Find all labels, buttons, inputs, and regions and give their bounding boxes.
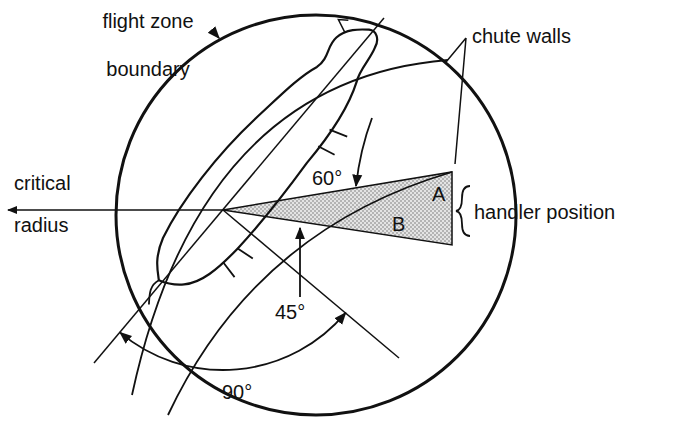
- angle-label: 60°: [312, 166, 342, 190]
- zone-label: flight zone boundary: [92, 0, 204, 93]
- handler-brace: [456, 186, 470, 236]
- angle-arrow: [356, 118, 372, 186]
- chute-wall: [168, 172, 452, 415]
- angle-label: 90°: [222, 380, 252, 404]
- radius-label: critical radius: [14, 162, 104, 246]
- right-angle-arc: [120, 313, 345, 370]
- cow-outline: [117, 7, 414, 337]
- boundary-arrow: [212, 30, 219, 38]
- chute-label: chute walls: [472, 24, 571, 48]
- position-letter: A: [432, 182, 445, 206]
- handler-label: handler position: [474, 200, 615, 224]
- angle-arrow: [299, 228, 301, 297]
- critical-radius-arrow: [8, 209, 223, 211]
- position-letter: B: [392, 212, 405, 236]
- perpendicular-line: [223, 210, 399, 358]
- chute-wall: [132, 60, 448, 395]
- angle-label: 45°: [275, 300, 305, 324]
- chute-bracket: [446, 38, 466, 164]
